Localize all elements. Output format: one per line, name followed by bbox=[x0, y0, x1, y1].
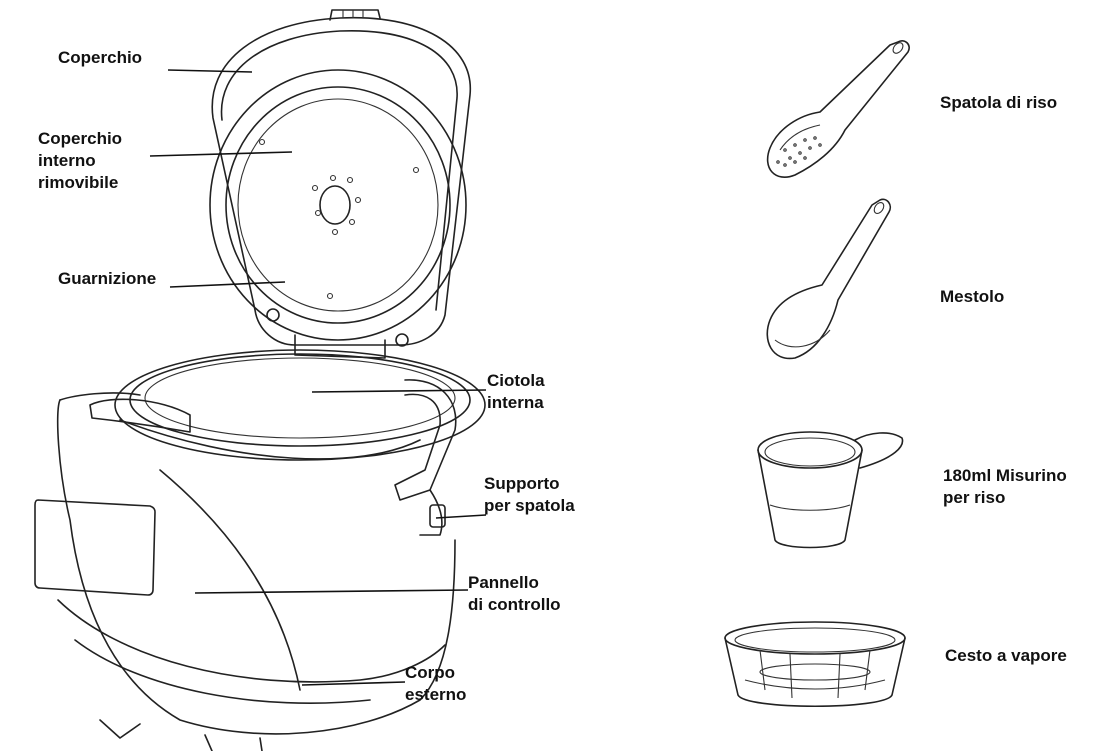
label-inner-bowl: Ciotola interna bbox=[487, 370, 545, 414]
steam-basket-drawing bbox=[725, 622, 905, 706]
label-control-panel: Pannello di controllo bbox=[468, 572, 561, 616]
label-inner-lid: Coperchio interno rimovibile bbox=[38, 128, 122, 194]
rice-cooker-illustration bbox=[35, 10, 485, 751]
leader-gasket bbox=[170, 282, 285, 287]
label-measuring-cup: 180ml Misurino per riso bbox=[943, 465, 1067, 509]
leader-spatula-holder bbox=[436, 515, 486, 518]
lid-drawing bbox=[210, 10, 470, 358]
label-rice-spatula: Spatola di riso bbox=[940, 92, 1057, 114]
leader-inner-bowl bbox=[312, 390, 486, 392]
ladle-drawing bbox=[767, 199, 890, 358]
label-ladle: Mestolo bbox=[940, 286, 1004, 308]
label-outer-body: Corpo esterno bbox=[405, 662, 466, 706]
label-spatula-holder: Supporto per spatola bbox=[484, 473, 575, 517]
label-steam-basket: Cesto a vapore bbox=[945, 645, 1067, 667]
rice-spatula-drawing bbox=[768, 41, 910, 177]
label-lid: Coperchio bbox=[58, 47, 142, 69]
leader-lines bbox=[150, 70, 486, 685]
leader-lid bbox=[168, 70, 252, 72]
leader-control-panel bbox=[195, 590, 468, 593]
measuring-cup-drawing bbox=[758, 432, 903, 548]
label-gasket: Guarnizione bbox=[58, 268, 156, 290]
